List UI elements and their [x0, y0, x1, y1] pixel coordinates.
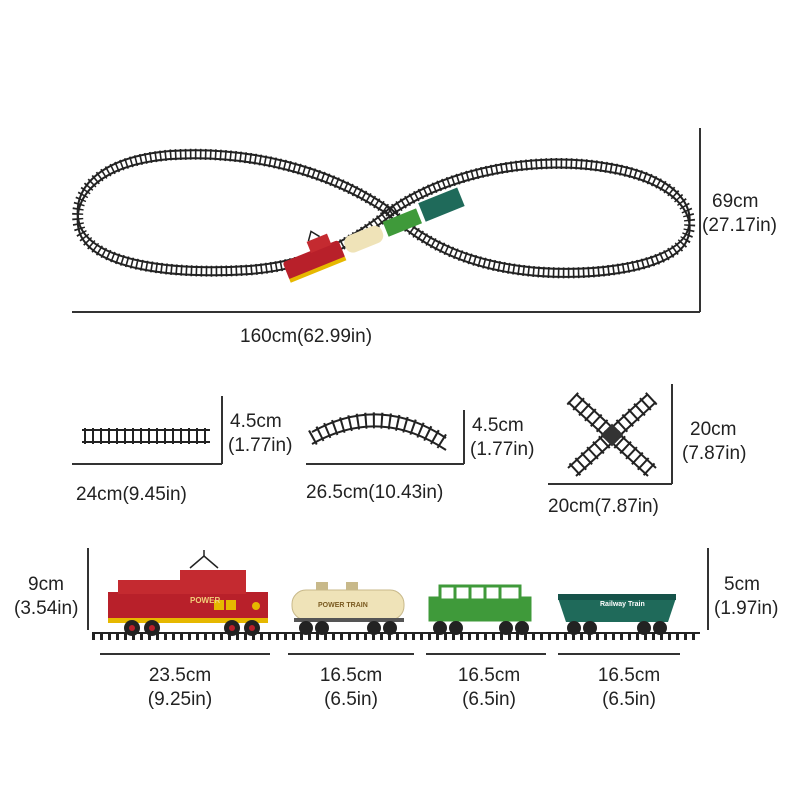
- flatcar-length-cm: 16.5cm: [457, 665, 521, 686]
- straight-length: 24cm(9.45in): [76, 484, 187, 505]
- track-right-loop: [386, 157, 696, 279]
- hopper-length-in: (6.5in): [602, 689, 656, 710]
- hopper-car: [558, 594, 676, 635]
- locomotive-text: POWER: [190, 596, 221, 605]
- tanker-car: [291, 582, 405, 635]
- flatcar-length-in: (6.5in): [462, 689, 516, 710]
- locomotive-length-in: (9.25in): [147, 689, 213, 710]
- cross-height-cm: 20cm: [690, 419, 737, 440]
- curved-height-cm: 4.5cm: [472, 415, 524, 436]
- locomotive-length-cm: 23.5cm: [148, 665, 212, 686]
- tanker-text: POWER TRAIN: [318, 602, 368, 609]
- cars-height-right-in: (1.97in): [714, 598, 779, 619]
- cross-height-in: (7.87in): [682, 443, 747, 464]
- straight-height-in: (1.77in): [228, 435, 293, 456]
- straight-height-cm: 4.5cm: [230, 411, 282, 432]
- overview-train: [283, 187, 465, 283]
- cars-height-right-cm: 5cm: [724, 574, 760, 595]
- locomotive: [108, 550, 268, 636]
- overall-width: 160cm(62.99in): [240, 326, 373, 347]
- cars-height-left-in: (3.54in): [14, 598, 79, 619]
- cars-height-left-cm: 9cm: [28, 574, 64, 595]
- cross-width: 20cm(7.87in): [548, 496, 659, 517]
- flatcar: [428, 584, 532, 622]
- hopper-text: Railway Train: [600, 601, 645, 608]
- curved-length: 26.5cm(10.43in): [306, 482, 444, 503]
- overall-height-in: (27.17in): [702, 215, 777, 236]
- curved-height-in: (1.77in): [470, 439, 535, 460]
- overall-height-cm: 69cm: [712, 191, 759, 212]
- tanker-length-in: (6.5in): [324, 689, 378, 710]
- hopper-length-cm: 16.5cm: [597, 665, 661, 686]
- tanker-length-cm: 16.5cm: [319, 665, 383, 686]
